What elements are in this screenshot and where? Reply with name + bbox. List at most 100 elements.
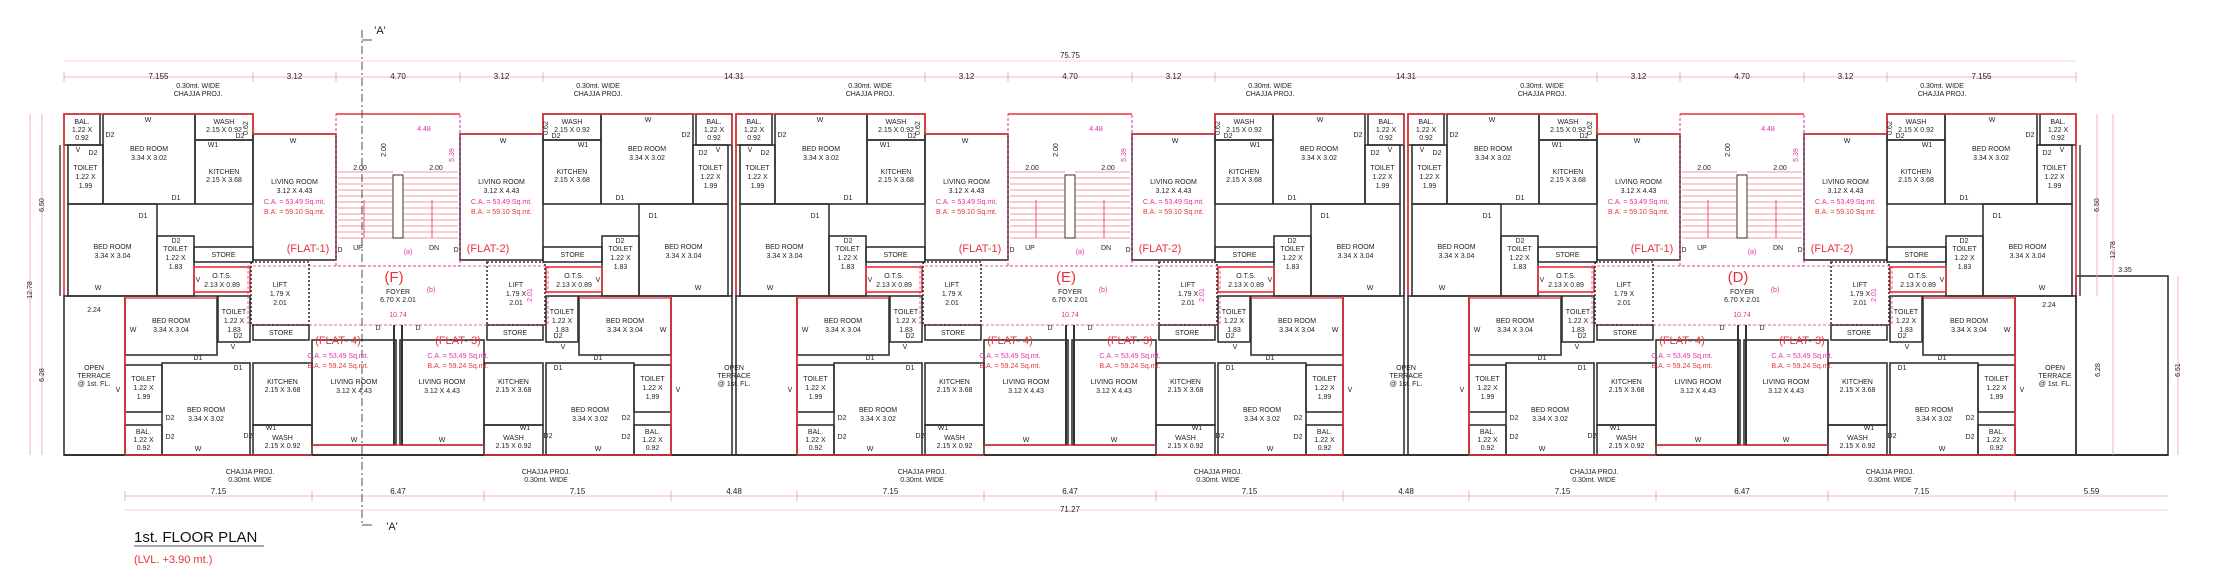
balcony-size: 0.92 [1379,135,1393,142]
dimension-label: 3.12 [494,72,510,81]
toilet-size: 1.99 [1318,394,1332,401]
toilet-label: TOILET [1370,165,1395,172]
toilet-label: TOILET [163,246,188,253]
wash-label: WASH [886,119,907,126]
opening-label: D2 [906,333,915,340]
opening-label: W [1695,437,1702,444]
toilet-size: 1.22 X [75,174,96,181]
ots-shaft [1889,266,1947,293]
store [1886,246,1947,263]
dimension-label: 4.48 [726,487,742,496]
foyer [1591,265,1893,326]
opening-label: D2 [166,434,175,441]
opening-label: W [500,138,507,145]
carpet-area: C.A. = 53.49 Sq.mt. [1771,353,1832,360]
foyer-label: FOYER [1730,289,1754,296]
opening-label: W [1317,117,1324,124]
opening-label: W [867,446,874,453]
chajja-note: 0.30mt. WIDE [1520,83,1564,90]
built-up-area: B.A. = 59.10 Sq.mt. [1143,209,1204,216]
opening-label: D1 [1938,355,1947,362]
store-label: STORE [212,252,236,259]
ots-label: O.T.S. [212,273,232,280]
flat-label: (FLAT-1) [1631,243,1674,255]
opening-label: D [1047,325,1052,332]
built-up-area: B.A. = 59.24 Sq.mt. [1652,363,1713,370]
opening-label: W [1367,285,1374,292]
bedroom-label: BED ROOM [824,318,862,325]
opening-label: D [1125,247,1130,254]
toilet-size: 1.83 [1571,327,1585,334]
store-label: STORE [269,330,293,337]
opening-label: D1 [1321,213,1330,220]
kitchen-size: 2.15 X 3.68 [937,387,973,394]
bedroom [1922,295,2016,356]
opening-label: V [868,277,873,284]
opening-label: W [1267,446,1274,453]
toilet-size: 1.99 [809,394,823,401]
opening-label: D2 [1960,238,1969,245]
living-room-label: LIVING ROOM [1822,179,1869,186]
opening-label: D2 [1216,433,1225,440]
opening-label: D1 [866,355,875,362]
opening-label: W [1989,117,1996,124]
foyer-mark: (b) [427,287,436,294]
carpet-area: C.A. = 53.49 Sq.mt. [1099,353,1160,360]
living-room-label: LIVING ROOM [1003,379,1050,386]
opening-label: D1 [1226,365,1235,372]
bedroom-label: BED ROOM [571,407,609,414]
kitchen-size: 2.15 X 3.68 [878,177,914,184]
opening-label: D [1009,247,1014,254]
stair-up-label: UP [1025,245,1035,252]
toilet-size: 1.22 X [805,385,826,392]
store [865,246,926,263]
bedroom-label: BED ROOM [93,244,131,251]
wash-label: WASH [562,119,583,126]
opening-label: W [1474,327,1481,334]
dimension-label: 4.70 [1734,72,1750,81]
carpet-area: C.A. = 53.49 Sq.mt. [1815,199,1876,206]
balcony-size: 0.92 [2051,135,2065,142]
toilet-label: TOILET [1507,246,1532,253]
opening-label: V [116,387,121,394]
wing-label: (E) [1056,269,1076,286]
opening-label: D2 [1224,133,1233,140]
opening-label: D2 [1966,434,1975,441]
kitchen-label: KITCHEN [209,169,240,176]
living-room [459,133,544,261]
opening-label: W [130,327,137,334]
store-label: STORE [1175,330,1199,337]
stair-dim: 2.00 [429,165,443,172]
toilet-size: 1.22 X [133,385,154,392]
balcony-size: 1.22 X [72,127,93,134]
living-room-label: LIVING ROOM [419,379,466,386]
kitchen-size: 2.15 X 3.68 [1226,177,1262,184]
dimension-label: 3.12 [1166,72,1182,81]
opening-label: D2 [761,150,770,157]
kitchen-size: 2.15 X 3.68 [496,387,532,394]
ots-label: O.T.S. [1908,273,1928,280]
toilet-label: TOILET [894,309,919,316]
ots-label: O.T.S. [1556,273,1576,280]
opening-label: D1 [139,213,148,220]
chajja-note: 0.30mt. WIDE [524,477,568,484]
kitchen-label: KITCHEN [1229,169,1260,176]
stair-up-label: UP [353,245,363,252]
built-up-area: B.A. = 59.10 Sq.mt. [1815,209,1876,216]
opening-label: W [1539,446,1546,453]
toilet-size: 1.22 X [1282,255,1303,262]
bedroom-size: 3.34 X 3.04 [153,327,189,334]
opening-label: D1 [1960,195,1969,202]
terrace-label: TERRACE [717,373,751,380]
foyer-dim: 10.74 [1061,312,1079,319]
living-room-label: LIVING ROOM [1615,179,1662,186]
store [542,246,603,263]
terrace-label: @ 1st. FL. [718,381,750,388]
bedroom-label: BED ROOM [2008,244,2046,251]
ots-size: 2.13 X 0.89 [1228,282,1264,289]
living-room-size: 3.12 X 4.43 [1156,188,1192,195]
toilet-size: 1.83 [614,264,628,271]
chajja-note: 0.30mt. WIDE [576,83,620,90]
living-room-size: 3.12 X 4.43 [1008,388,1044,395]
chajja-note: CHAJJA PROJ. [522,469,571,476]
